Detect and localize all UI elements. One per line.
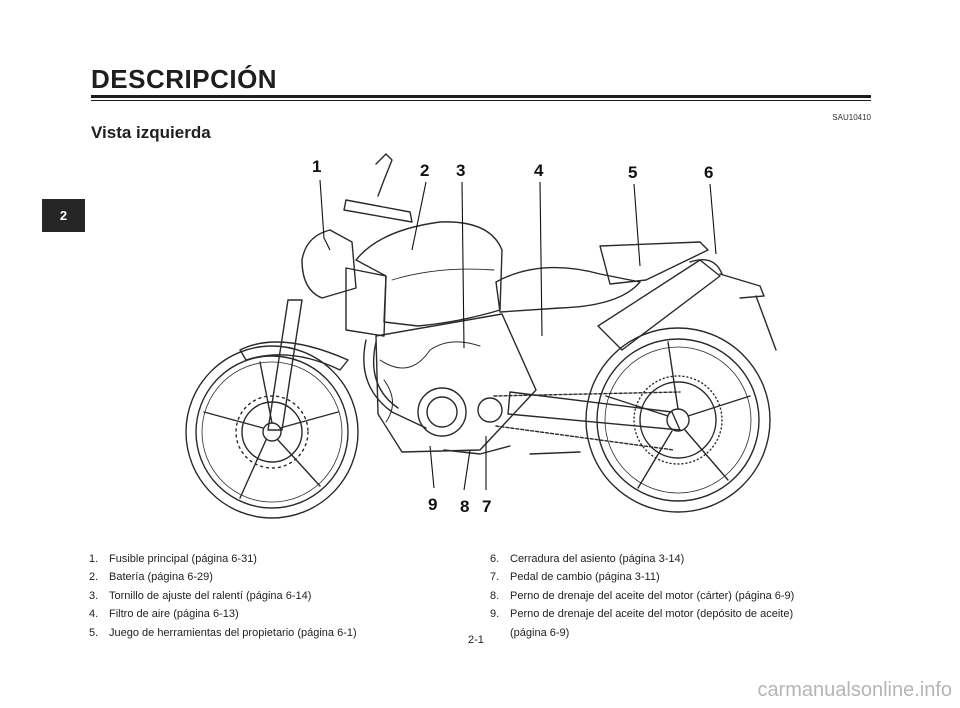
watermark: carmanualsonline.info xyxy=(757,679,952,701)
callout-9: 9 xyxy=(428,495,437,514)
title-rule-thin xyxy=(91,100,871,101)
legend-item: 9.Perno de drenaje del aceite del motor … xyxy=(490,608,794,621)
swingarm xyxy=(507,391,681,431)
legend-item: 3.Tornillo de ajuste del ralentí (página… xyxy=(89,589,312,602)
legend-item: 4.Filtro de aire (página 6-13) xyxy=(89,608,239,621)
section-subtitle: Vista izquierda xyxy=(91,123,211,142)
motorcycle-illustration: 1 2 3 4 5 6 7 8 9 xyxy=(185,153,777,519)
exhaust-muffler xyxy=(597,259,721,351)
exhaust-headers xyxy=(363,339,427,429)
legend-item: 1.Fusible principal (página 6-31) xyxy=(89,553,257,565)
legend-item: 5.Juego de herramientas del propietario … xyxy=(89,626,357,639)
callout-2: 2 xyxy=(420,161,429,180)
legend-item: 6.Cerradura del asiento (página 3-14) xyxy=(490,553,685,565)
callout-leaders xyxy=(319,179,717,491)
front-fender xyxy=(239,341,349,371)
front-wheel xyxy=(185,345,359,519)
engine-block xyxy=(375,313,537,453)
legend-item: 2.Batería (página 6-29) xyxy=(89,571,213,584)
page-title: DESCRIPCIÓN xyxy=(91,64,278,94)
handlebar xyxy=(343,199,413,223)
chapter-tab: 2 xyxy=(42,199,85,232)
legend-item: (página 6-9) xyxy=(510,626,570,639)
shift-pedal xyxy=(443,445,581,455)
callout-7: 7 xyxy=(482,497,491,516)
headlight-cowl xyxy=(301,229,357,299)
legend-item: 7.Pedal de cambio (página 3-11) xyxy=(490,571,660,584)
rear-fender xyxy=(719,273,777,351)
rear-wheel xyxy=(585,327,771,513)
callout-4: 4 xyxy=(534,161,544,180)
seat xyxy=(495,266,641,313)
callout-1: 1 xyxy=(312,157,321,176)
tail-section xyxy=(599,241,709,285)
front-fork xyxy=(267,299,303,431)
mirror xyxy=(375,153,393,197)
page-number: 2-1 xyxy=(468,634,484,646)
side-panel xyxy=(345,267,387,337)
callout-8: 8 xyxy=(460,497,469,516)
drive-chain xyxy=(493,391,681,451)
document-code: SAU10410 xyxy=(832,113,871,122)
callout-5: 5 xyxy=(628,163,637,182)
fuel-tank xyxy=(355,221,503,327)
legend-left-column: 1.Fusible principal (página 6-31) 2.Bate… xyxy=(89,550,469,642)
legend-item: 8.Perno de drenaje del aceite del motor … xyxy=(490,589,795,602)
callout-3: 3 xyxy=(456,161,465,180)
legend-right-column: 6.Cerradura del asiento (página 3-14) 7.… xyxy=(490,550,880,642)
title-rule-thick xyxy=(91,95,871,98)
callout-6: 6 xyxy=(704,163,713,182)
